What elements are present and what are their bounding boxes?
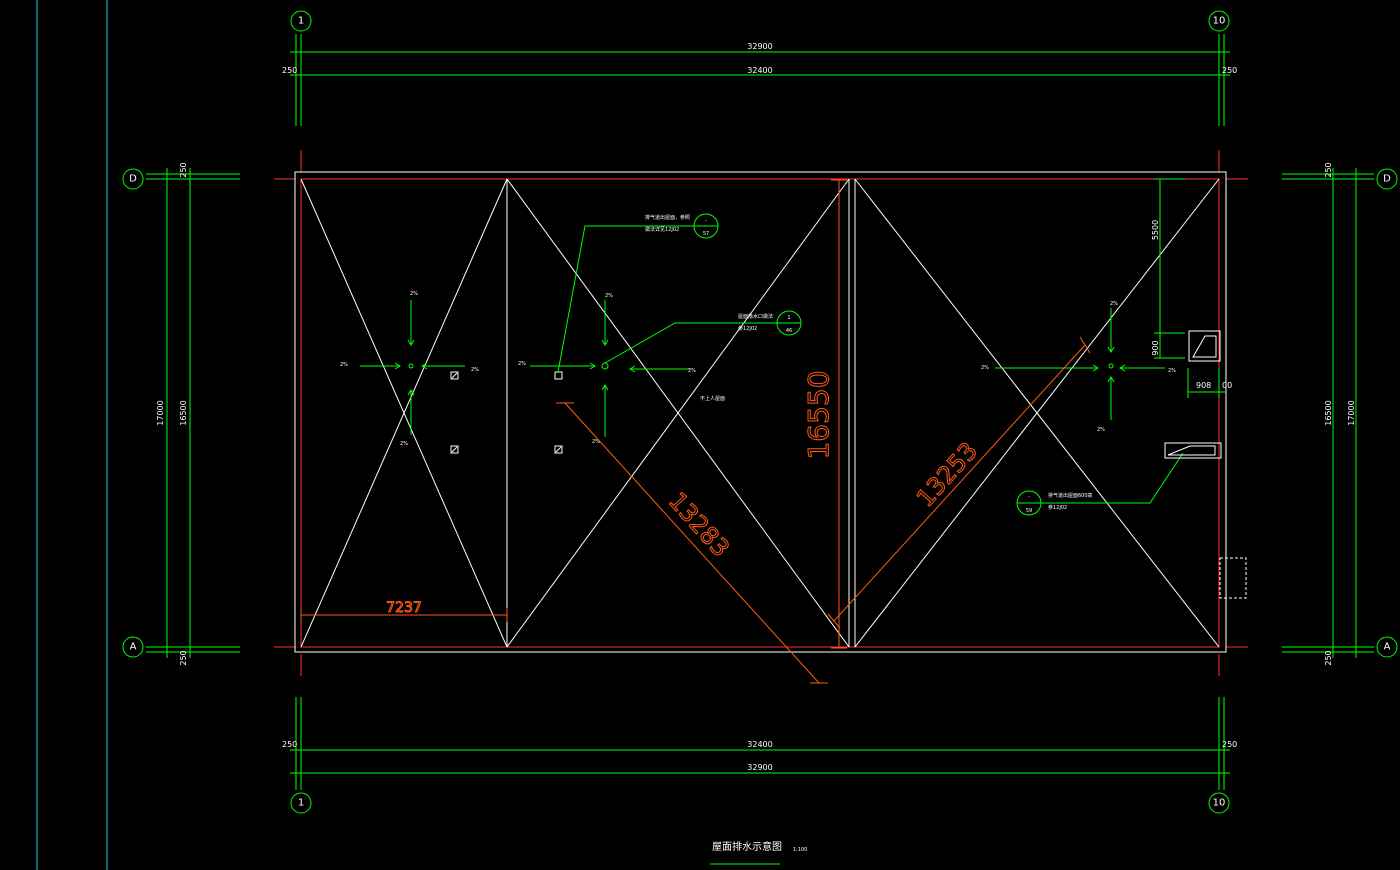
dim-overall-width-bottom: 32900 — [747, 763, 772, 772]
callout-text: 排气道出屋面600高 — [1048, 492, 1093, 499]
dim-edge-right-top: 250 — [1222, 66, 1237, 75]
slope-label: 2% — [400, 441, 408, 447]
grid-bubble-A-left — [122, 636, 144, 658]
callout-bottom: 59 — [1026, 508, 1032, 514]
drain-icon — [1108, 363, 1114, 369]
dim-overall-width-top: 32900 — [747, 42, 772, 51]
dim-axis-depth-right: 16500 — [1324, 400, 1333, 425]
vent-icon — [554, 445, 563, 454]
grid-label-10-bottom: 10 — [1213, 798, 1226, 809]
dim-hatch-width: 908 — [1196, 381, 1211, 390]
dim-edge-bottom-right: 250 — [1324, 650, 1333, 665]
grid-bubble-D-right — [1376, 168, 1398, 190]
drawing-title-block: 屋面排水示意图 1:100 — [710, 840, 807, 865]
callout-text: 做法详见12J02 — [645, 226, 679, 233]
slope-label: 2% — [981, 365, 989, 371]
dim-edge-left-bottom: 250 — [282, 740, 297, 749]
measure-diag-2: 13253 — [911, 437, 983, 512]
dim-hatch-size: 900 — [1151, 340, 1160, 355]
slope-arrows — [360, 300, 1165, 437]
callout-vent-600: - 59 排气道出屋面600高 参12J02 — [1016, 452, 1184, 516]
dim-edge-right-bottom: 250 — [1222, 740, 1237, 749]
callout-vent: - 57 排气道出屋面，参照 做法详见12J02 — [557, 213, 719, 373]
dim-overall-depth-right: 17000 — [1347, 400, 1356, 425]
roof-outline — [294, 171, 1227, 653]
roof-hatch: 5500 900 908 00 — [1151, 178, 1247, 599]
dim-edge-bottom-left: 250 — [179, 650, 188, 665]
ridge-lines — [300, 178, 1220, 648]
grid-label-10-top: 10 — [1213, 16, 1226, 27]
slope-label: 2% — [605, 293, 613, 299]
measure-bay-width: 7237 — [386, 600, 422, 616]
slope-label: 2% — [592, 439, 600, 445]
callout-top: - — [705, 218, 707, 224]
grid-label-A-left: A — [130, 642, 137, 653]
slope-label: 2% — [471, 367, 479, 373]
drawing-scale: 1:100 — [793, 847, 807, 853]
grid-label-A-right: A — [1384, 642, 1391, 653]
bottom-dimension-group: 1 10 32400 32900 250 250 — [282, 697, 1237, 814]
roof-drains — [408, 362, 1114, 454]
dim-axis-width-bottom: 32400 — [747, 740, 772, 749]
dim-hatch-offset: 5500 — [1151, 220, 1160, 240]
callout-text: 排气道出屋面，参照 — [645, 214, 690, 221]
axis-lines — [274, 150, 1248, 676]
vent-icon — [554, 371, 563, 380]
drain-icon — [408, 363, 414, 369]
callout-bottom: 57 — [703, 231, 709, 237]
callout-text: 屋面落水口做法 — [738, 313, 773, 320]
grid-bubble-A-right — [1376, 636, 1398, 658]
dim-axis-depth-left: 16500 — [179, 400, 188, 425]
slope-label: 2% — [1168, 368, 1176, 374]
callout-text: 参12J02 — [738, 325, 757, 332]
slope-label: 2% — [340, 362, 348, 368]
dim-hatch-width-b: 00 — [1222, 381, 1232, 390]
measure-total-depth: 16550 — [802, 370, 835, 459]
left-dimension-group: D A 17000 16500 250 250 — [122, 162, 240, 666]
callout-top: 1 — [787, 315, 790, 321]
roof-note: 不上人屋面 — [700, 395, 725, 402]
slope-label: 2% — [688, 368, 696, 374]
drawing-title: 屋面排水示意图 — [712, 840, 782, 853]
grid-label-D-left: D — [129, 174, 137, 185]
callout-top: - — [1028, 494, 1030, 500]
grid-bubble-10-bottom — [1208, 792, 1230, 814]
slope-labels: 2% 2% 2% 2% 2% 2% 2% 2% 2% 2% 2% 2% — [340, 291, 1176, 447]
slope-label: 2% — [1097, 427, 1105, 433]
frame-border — [36, 0, 108, 870]
orange-measurements: 7237 13283 13253 16550 — [300, 179, 1091, 684]
dim-axis-width-top: 32400 — [747, 66, 772, 75]
drain-icon — [601, 362, 609, 370]
slope-label: 2% — [1110, 301, 1118, 307]
grid-bubble-1-top — [290, 10, 312, 32]
top-dimension-group: 1 10 32900 32400 250 250 — [282, 10, 1237, 126]
callout-text: 参12J02 — [1048, 504, 1067, 511]
dim-edge-left-top: 250 — [282, 66, 297, 75]
dim-overall-depth-left: 17000 — [156, 400, 165, 425]
callout-drain: 1 46 屋面落水口做法 参12J02 — [604, 310, 802, 364]
dim-edge-top-left: 250 — [179, 162, 188, 177]
callout-bottom: 46 — [786, 328, 792, 334]
grid-label-1-top: 1 — [298, 16, 304, 27]
grid-label-D-right: D — [1383, 174, 1391, 185]
dim-edge-top-right: 250 — [1324, 162, 1333, 177]
grid-label-1-bottom: 1 — [298, 798, 304, 809]
vent-icon — [450, 371, 459, 380]
slope-label: 2% — [518, 361, 526, 367]
vent-icon — [450, 445, 459, 454]
slope-label: 2% — [410, 291, 418, 297]
grid-bubble-10-top — [1208, 10, 1230, 32]
grid-bubble-1-bottom — [290, 792, 312, 814]
grid-bubble-D-left — [122, 168, 144, 190]
right-dimension-group: D A 16500 17000 250 250 — [1282, 162, 1398, 666]
